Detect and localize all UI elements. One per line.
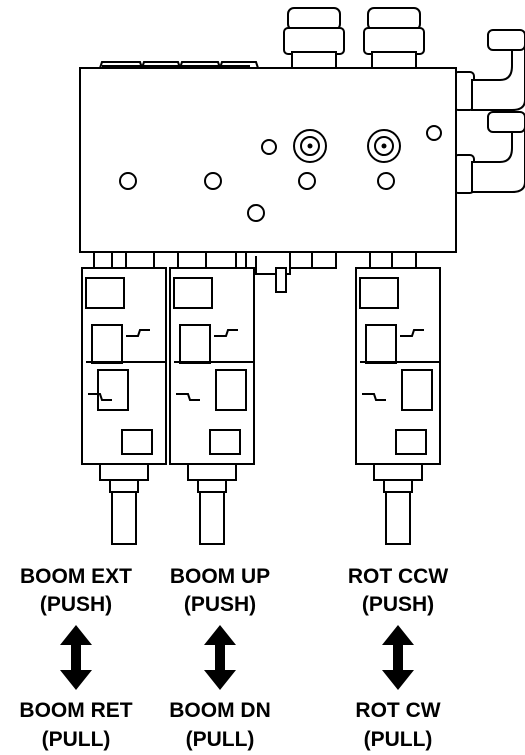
boom-ret-pull-action: (PULL)	[42, 728, 111, 751]
double-arrow-icon	[204, 625, 236, 690]
rot-ccw-push-label: ROT CCW	[348, 565, 448, 588]
gauge-port-right	[367, 129, 401, 163]
right-elbow-fittings	[453, 29, 525, 194]
bottom-connectors	[93, 251, 417, 293]
boom-up-push-label: BOOM UP	[170, 565, 270, 588]
boom-ext-push-label: BOOM EXT	[20, 565, 132, 588]
double-arrow-icon	[60, 625, 92, 690]
boom-dn-pull-label: BOOM DN	[169, 699, 271, 722]
gauge-port-left	[293, 129, 327, 163]
rot-ccw-push-action: (PUSH)	[362, 593, 434, 616]
valve-stack-boom-ext	[81, 267, 167, 545]
boom-up-push-action: (PUSH)	[184, 593, 256, 616]
double-arrow-icon	[382, 625, 414, 690]
boom-dn-pull-action: (PULL)	[186, 728, 255, 751]
boom-ext-push-action: (PUSH)	[40, 593, 112, 616]
valve-stack-boom-up	[169, 267, 255, 545]
valve-stack-rot	[355, 267, 441, 545]
top-fittings	[283, 7, 425, 69]
manifold-ports	[119, 125, 442, 222]
boom-ret-pull-label: BOOM RET	[19, 699, 132, 722]
rot-cw-pull-action: (PULL)	[364, 728, 433, 751]
manifold-block	[79, 61, 457, 253]
rot-cw-pull-label: ROT CW	[355, 699, 440, 722]
